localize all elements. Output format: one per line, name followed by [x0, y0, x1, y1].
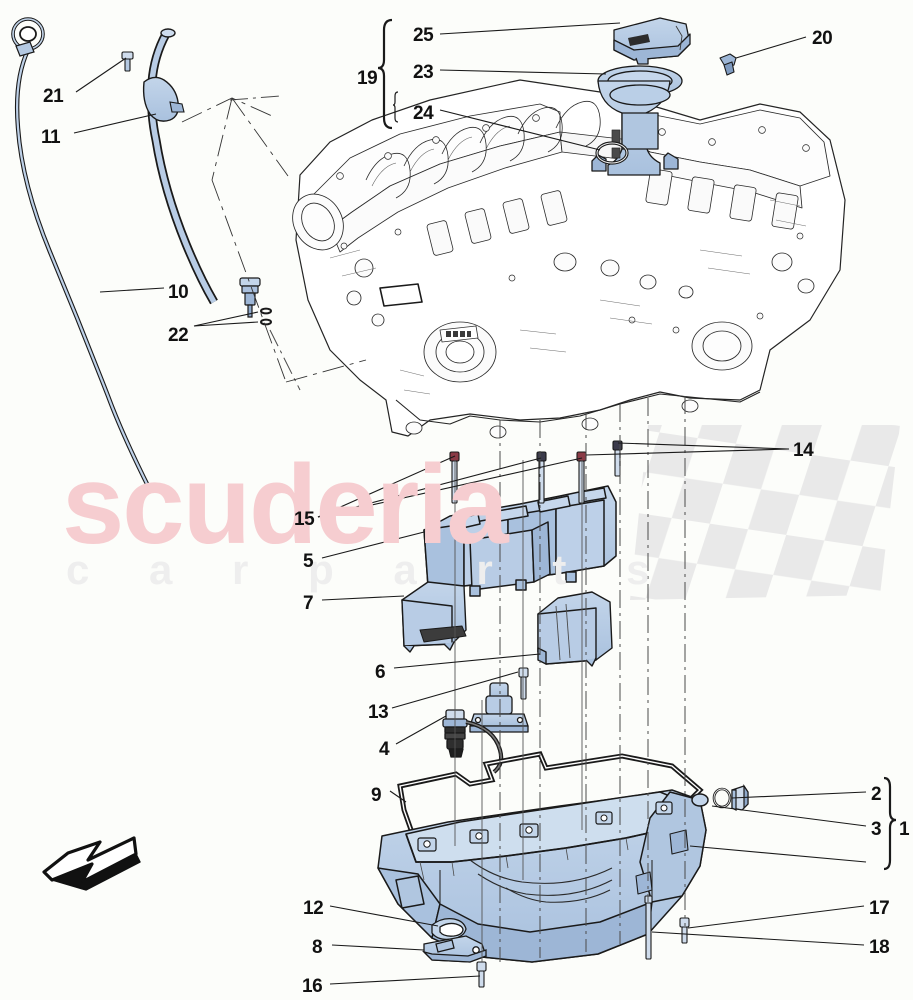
oil-sump-assembly-part	[377, 789, 709, 963]
filler-neck-o-ring-part	[595, 141, 629, 165]
checkered-flag-watermark	[630, 425, 900, 600]
callout-1: 1	[899, 819, 910, 840]
alignment-axes-thin	[454, 460, 583, 962]
engine-block-illustration	[292, 79, 846, 439]
direction-arrow	[42, 836, 141, 891]
screw-right-part	[679, 917, 690, 944]
alignment-axes	[229, 95, 686, 962]
callout-12: 12	[303, 898, 324, 919]
oil-baffle-left-part	[401, 581, 467, 653]
callout-13: 13	[368, 702, 389, 723]
dipstick-construction-lines	[181, 97, 367, 383]
callout-15: 15	[294, 509, 315, 530]
stud-long-part	[644, 895, 653, 960]
callout-10: 10	[168, 282, 189, 303]
screw-bottom-part	[476, 961, 487, 988]
callout-20: 20	[812, 28, 833, 49]
callout-6: 6	[375, 662, 386, 683]
brace-group-24-sub	[392, 91, 399, 123]
callout-18: 18	[869, 937, 890, 958]
callout-21: 21	[43, 86, 64, 107]
callout-19: 19	[357, 68, 378, 89]
brace-group-19	[377, 18, 393, 130]
callout-17: 17	[869, 898, 890, 919]
callout-11: 11	[41, 127, 61, 148]
callout-9: 9	[371, 785, 382, 806]
brace-group-1	[883, 776, 897, 871]
oil-filler-cap-part	[613, 17, 691, 65]
callout-7: 7	[303, 593, 314, 614]
callout-2: 2	[871, 784, 882, 805]
callout-3: 3	[871, 819, 882, 840]
callout-14: 14	[793, 440, 814, 461]
oil-baffle-right-part	[537, 591, 613, 667]
oil-dipstick-part	[11, 17, 152, 491]
leader-lines	[73, 22, 867, 985]
oil-filler-neck-part	[591, 65, 683, 176]
callout-22: 22	[168, 325, 189, 346]
dipstick-tube-bolt-part	[121, 51, 134, 72]
sensor-mounting-boss-part	[469, 682, 529, 733]
o-ring-pair-part	[260, 307, 272, 326]
dipstick-guide-tube-part	[142, 28, 261, 318]
oil-baffle-main-part	[423, 485, 617, 597]
callout-5: 5	[303, 551, 314, 572]
bracket-small-part	[421, 935, 487, 963]
sensor-plug-part	[719, 53, 737, 76]
screw-sensor-part	[518, 667, 529, 700]
callout-8: 8	[312, 937, 323, 958]
callout-25: 25	[413, 25, 434, 46]
callout-16: 16	[302, 976, 323, 997]
callout-4: 4	[379, 739, 390, 760]
clip-retainer-part	[431, 917, 467, 941]
callout-24: 24	[413, 103, 434, 124]
callout-23: 23	[413, 62, 434, 83]
drain-plug-washer-part	[712, 787, 732, 809]
